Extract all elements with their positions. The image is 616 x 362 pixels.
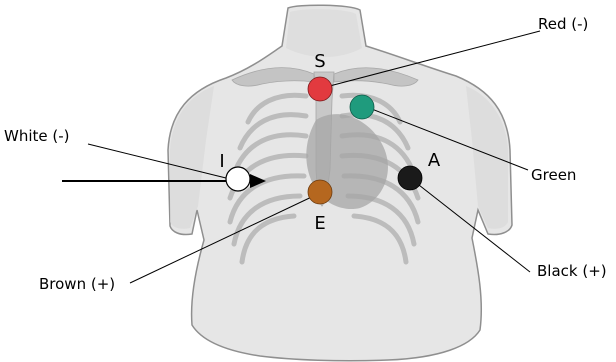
letter-a: A (428, 150, 441, 171)
neck-shading (286, 9, 362, 57)
electrode-green (350, 95, 374, 119)
label-white: White (-) (4, 127, 70, 145)
letter-s: S (314, 51, 325, 72)
label-red: Red (-) (538, 15, 588, 33)
letter-i: I (219, 151, 224, 172)
electrode-white (226, 167, 250, 191)
electrode-black (398, 166, 422, 190)
electrode-brown (308, 180, 332, 204)
label-green: Green (531, 166, 576, 184)
electrode-red (308, 77, 332, 101)
label-black: Black (+) (537, 262, 607, 280)
letter-e: E (314, 213, 325, 234)
label-brown: Brown (+) (39, 275, 115, 293)
